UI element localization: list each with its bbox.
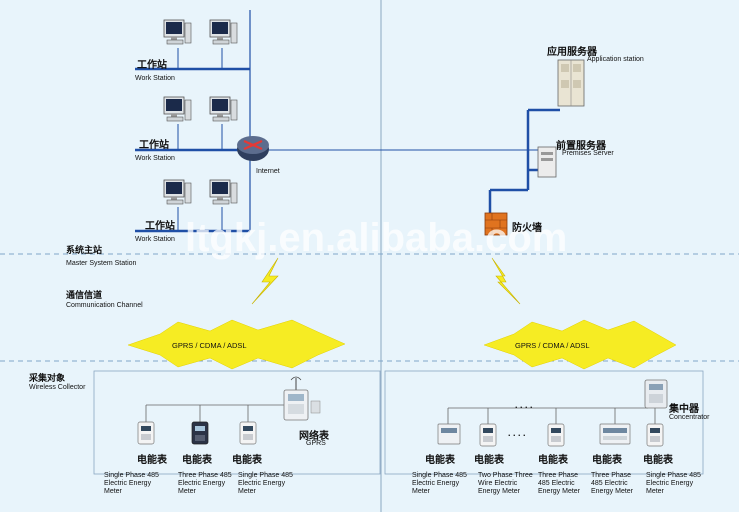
gprs-meter-label-cn: 网络表 [299, 431, 329, 442]
workstation-pc [209, 96, 238, 122]
channel-label-left: GPRS / CDMA / ADSL [172, 341, 247, 350]
gprs-meter-label-en: GPRS [306, 440, 326, 447]
ellipsis-top: . . . . [515, 400, 533, 410]
section-collect-cn: 采集对象 [29, 373, 66, 383]
workstation-pc [163, 179, 192, 205]
premises-server-label-en: Premises Server [562, 150, 614, 157]
meter-label-cn: 电能表 [474, 455, 504, 466]
section-collect-en: Wireless Collector [29, 384, 86, 391]
meter-icon [437, 423, 461, 445]
app-server-label-cn: 应用服务器 [547, 47, 597, 58]
application-server-icon [557, 59, 585, 107]
workstation-label-en: Work Station [135, 236, 175, 243]
meter-desc: Single Phase 485 Electric Energy Meter [412, 472, 467, 495]
workstation-label-cn: 工作站 [145, 221, 175, 232]
watermark: ltgkj.en.alibaba.com [185, 216, 568, 260]
concentrator-icon [644, 379, 668, 409]
meter-desc: Single Phase 485 Electric Energy Meter [646, 472, 701, 495]
gprs-burst-right [483, 319, 677, 370]
meter-icon [191, 421, 209, 445]
meter-desc: Two Phase Three Wire Electric Energy Met… [478, 472, 533, 495]
workstation-label-en: Work Station [135, 75, 175, 82]
meter-desc: Three Phase 485 Electric Energy Meter [178, 472, 232, 495]
meter-desc: Three Phase 485 Electric Energy Meter [538, 472, 581, 495]
section-master-en: Master System Station [66, 260, 137, 267]
workstation-label-cn: 工作站 [137, 60, 167, 71]
meter-icon [646, 423, 664, 447]
premises-server-label-cn: 前置服务器 [556, 141, 606, 152]
workstation-pc [209, 179, 238, 205]
channel-label-right: GPRS / CDMA / ADSL [515, 341, 590, 350]
gprs-burst-left [127, 319, 346, 370]
meter-icon [547, 423, 565, 447]
meter-icon [479, 423, 497, 447]
ellipsis-mid: . . . . [508, 428, 526, 438]
meter-desc: Single Phase 485 Electric Energy Meter [104, 472, 159, 495]
app-server-label-en: Application station [587, 56, 644, 63]
lightning-icon [491, 257, 521, 305]
firewall-label: 防火墙 [512, 223, 542, 234]
workstation-label-cn: 工作站 [139, 140, 169, 151]
meter-label-cn: 电能表 [137, 455, 167, 466]
premises-server-icon [537, 146, 557, 178]
meter-desc: Single Phase 485 Electric Energy Meter [238, 472, 293, 495]
meter-label-cn: 电能表 [232, 455, 262, 466]
meter-icon [599, 423, 631, 445]
concentrator-label-en: Concentrator [669, 414, 710, 421]
workstation-pc [209, 19, 238, 45]
section-master-cn: 系统主站 [66, 245, 103, 255]
internet-label: Internet [256, 168, 280, 175]
meter-label-cn: 电能表 [538, 455, 568, 466]
lightning-icon [251, 257, 279, 305]
section-comm-cn: 通信信道 [66, 290, 103, 300]
meter-icon [137, 421, 155, 445]
workstation-pc [163, 96, 192, 122]
meter-icon [239, 421, 257, 445]
section-comm-en: Communication Channel [66, 302, 143, 309]
meter-label-cn: 电能表 [425, 455, 455, 466]
gprs-meter-icon [283, 376, 321, 421]
router-icon [237, 136, 269, 161]
concentrator-label-cn: 集中器 [669, 404, 699, 415]
workstation-pc [163, 19, 192, 45]
meter-label-cn: 电能表 [592, 455, 622, 466]
meter-label-cn: 电能表 [643, 455, 673, 466]
meter-label-cn: 电能表 [182, 455, 212, 466]
firewall-icon [484, 212, 508, 236]
workstation-label-en: Work Station [135, 155, 175, 162]
meter-desc: Three Phase 485 Electric Energy Meter [591, 472, 634, 495]
